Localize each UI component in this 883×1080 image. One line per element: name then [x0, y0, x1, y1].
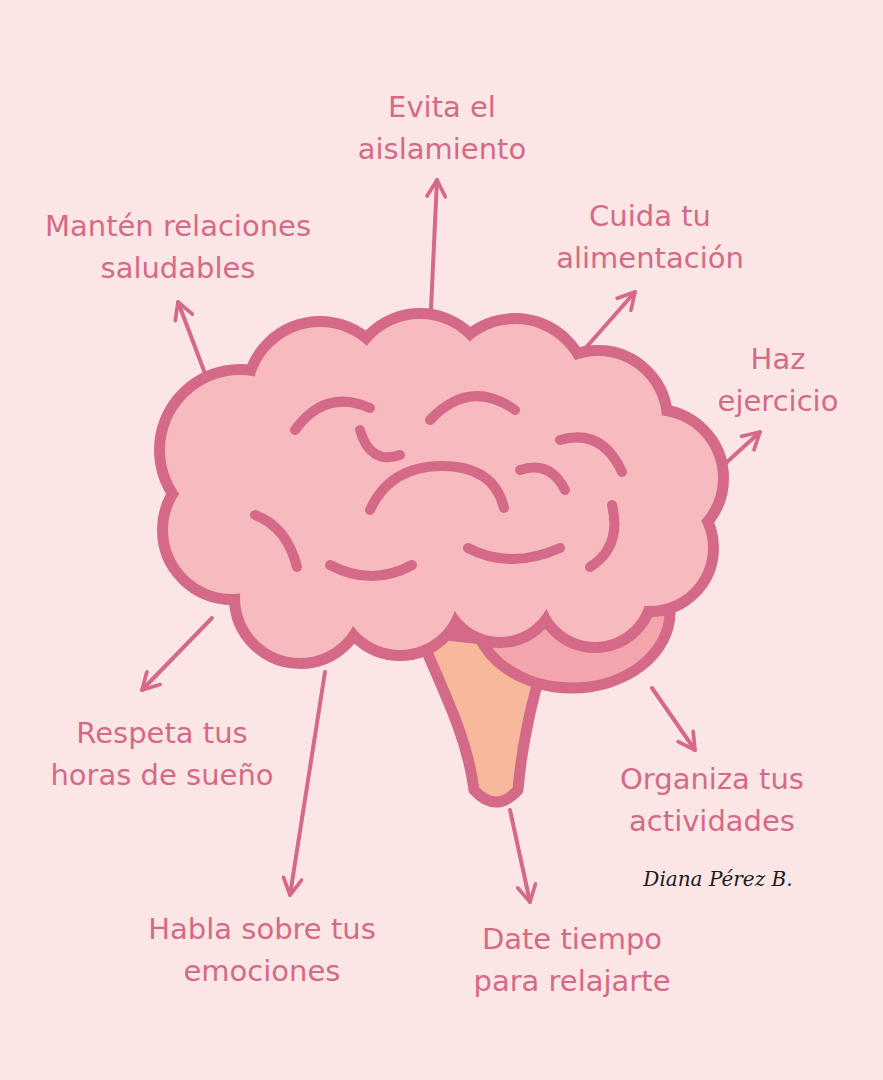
leader-arrow — [430, 180, 437, 330]
tip-label: Evita el aislamiento — [312, 86, 572, 170]
tip-label: Haz ejercicio — [688, 338, 868, 422]
leader-arrow — [290, 672, 325, 895]
signature: Diana Pérez B. — [643, 866, 792, 892]
tip-label: Mantén relaciones saludables — [13, 205, 343, 289]
leader-arrow — [142, 618, 212, 690]
brain-folds — [255, 396, 622, 576]
cerebrum-outline — [165, 319, 718, 658]
leader-arrow — [510, 810, 530, 902]
leader-arrow — [652, 688, 695, 750]
cerebrum-fill — [165, 319, 718, 658]
tip-label: Organiza tus actividades — [577, 758, 847, 842]
tip-label: Habla sobre tus emociones — [146, 908, 378, 992]
tip-label: Date tiempo para relajarte — [452, 918, 692, 1002]
tip-label: Cuida tu alimentación — [520, 195, 780, 279]
tip-label: Respeta tus horas de sueño — [47, 712, 277, 796]
